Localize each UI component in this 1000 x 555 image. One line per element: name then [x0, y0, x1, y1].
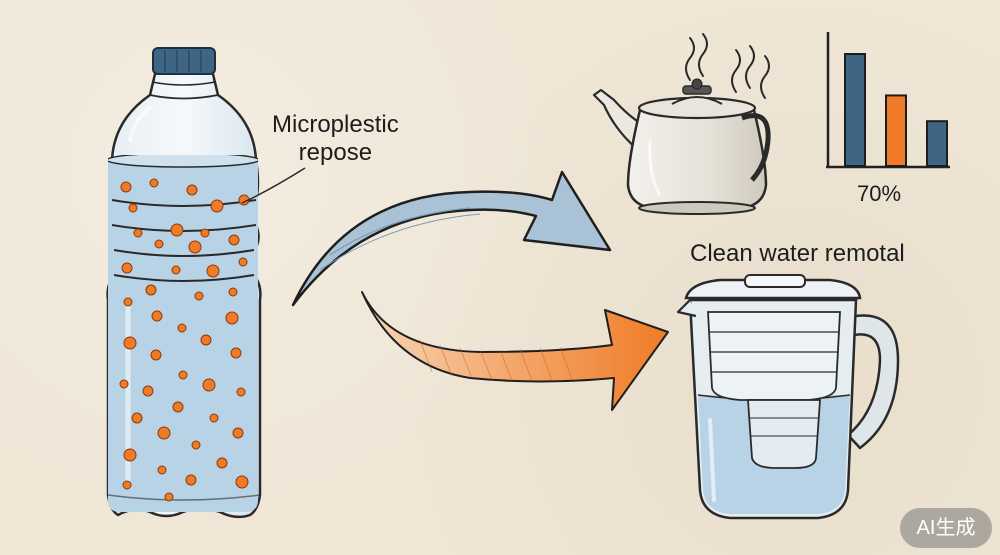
chart-bar-1 [844, 53, 866, 167]
ai-generated-badge: AI生成 [900, 508, 992, 548]
bar-chart [826, 32, 950, 169]
water-pitcher-icon [676, 274, 900, 520]
microplastic-label-line2: repose [298, 139, 373, 166]
microplastic-label-line1: Microplestic [272, 111, 399, 138]
arrow-to-kettle-icon [291, 170, 612, 307]
chart-percent-label: 70% [857, 181, 902, 206]
chart-bar-2 [885, 94, 907, 167]
bottle-cap-icon [152, 47, 216, 75]
microplastic-particles [119, 178, 250, 502]
kettle-icon [592, 33, 771, 215]
chart-bar-3 [926, 120, 948, 167]
microplastic-label: Microplestic repose [272, 111, 399, 167]
clean-water-label: Clean water remotal [690, 240, 905, 267]
arrow-to-pitcher-icon [361, 291, 669, 411]
water-bottle [106, 47, 306, 519]
